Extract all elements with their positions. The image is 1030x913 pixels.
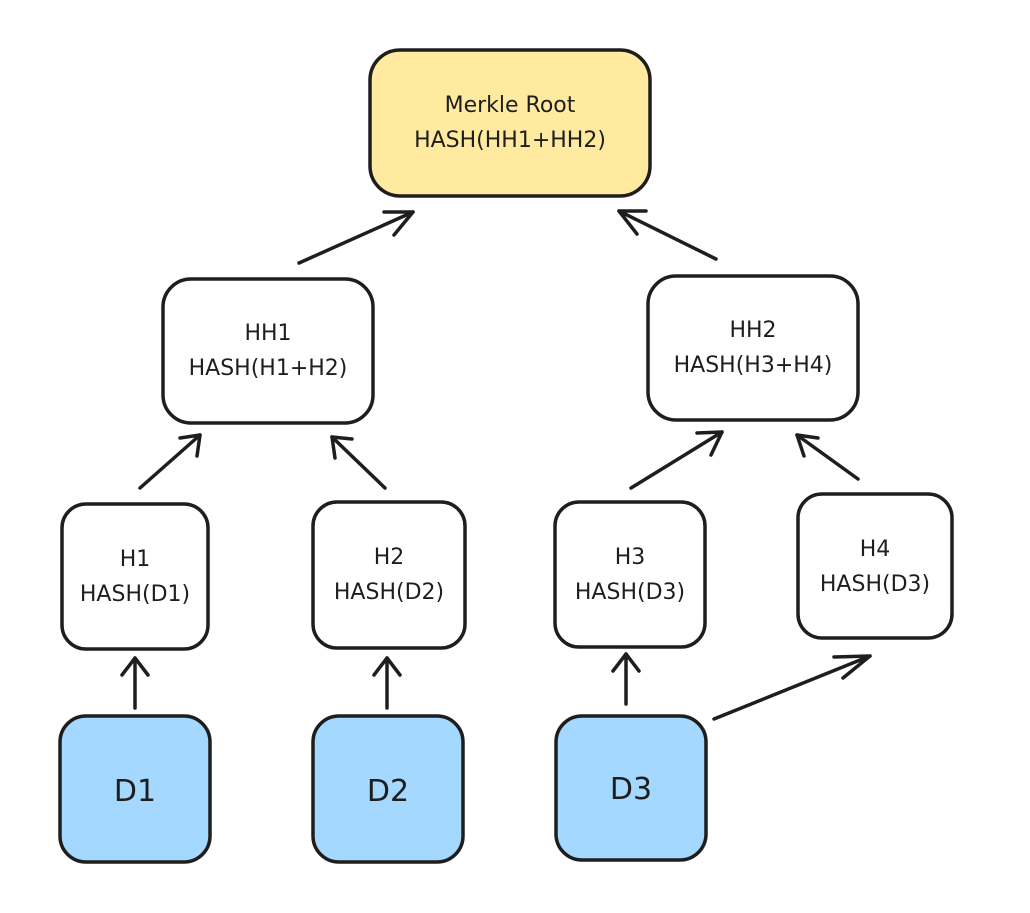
hh2-formula: HASH(H3+H4) xyxy=(674,353,833,378)
merkle-root-formula: HASH(HH1+HH2) xyxy=(414,128,606,153)
arrow-h4-to-hh2 xyxy=(795,433,860,481)
h2-node: H2 HASH(D2) xyxy=(311,500,467,650)
d1-label: D1 xyxy=(114,774,156,809)
h3-title: H3 xyxy=(615,545,646,570)
h2-title: H2 xyxy=(374,545,405,570)
arrow-d2-to-h2 xyxy=(372,656,402,710)
h2-formula: HASH(D2) xyxy=(334,580,444,605)
hh1-title: HH1 xyxy=(244,321,291,346)
hh1-formula: HASH(H1+H2) xyxy=(189,356,348,381)
d2-box xyxy=(311,714,465,864)
h1-title: H1 xyxy=(120,547,151,572)
merkle-root-title: Merkle Root xyxy=(445,93,576,118)
hh2-node: HH2 HASH(H3+H4) xyxy=(646,274,860,422)
d3-label: D3 xyxy=(610,772,652,807)
h4-title: H4 xyxy=(860,537,891,562)
arrow-d3-to-h3 xyxy=(611,652,641,706)
arrow-hh2-to-root xyxy=(617,209,718,261)
h1-node: H1 HASH(D1) xyxy=(60,502,210,651)
h4-formula: HASH(D3) xyxy=(820,572,930,597)
d2-label: D2 xyxy=(367,774,409,809)
d2-node: D2 xyxy=(311,714,465,864)
d1-box xyxy=(58,714,212,864)
arrow-h3-to-hh2 xyxy=(629,430,724,490)
arrow-d1-to-h1 xyxy=(120,656,150,710)
h3-box xyxy=(553,500,707,649)
arrow-d3-to-h4 xyxy=(712,654,872,721)
d3-node: D3 xyxy=(554,714,708,862)
h2-box xyxy=(311,500,467,650)
merkle-root-box xyxy=(368,48,652,198)
h3-formula: HASH(D3) xyxy=(575,580,685,605)
hh2-box xyxy=(646,274,860,422)
h1-formula: HASH(D1) xyxy=(80,582,190,607)
h4-node: H4 HASH(D3) xyxy=(796,492,954,640)
d3-box xyxy=(554,714,708,862)
hh1-node: HH1 HASH(H1+H2) xyxy=(161,277,375,425)
hh2-title: HH2 xyxy=(729,318,776,343)
merkle-root-node: Merkle Root HASH(HH1+HH2) xyxy=(368,48,652,198)
arrow-h1-to-hh1 xyxy=(138,433,202,490)
hh1-box xyxy=(161,277,375,425)
h3-node: H3 HASH(D3) xyxy=(553,500,707,649)
arrow-h2-to-hh2-left xyxy=(330,435,387,490)
arrow-hh1-to-root xyxy=(297,210,415,265)
h4-box xyxy=(796,492,954,640)
d1-node: D1 xyxy=(58,714,212,864)
h1-box xyxy=(60,502,210,651)
